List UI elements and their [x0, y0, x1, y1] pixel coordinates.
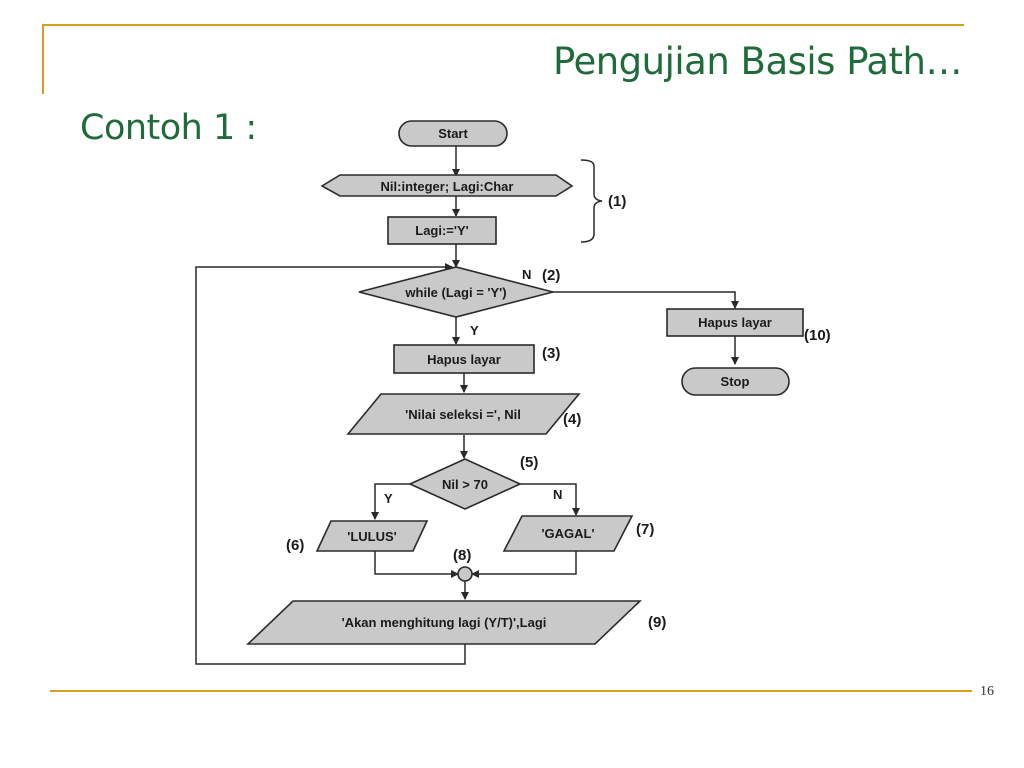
ask-again-label: 'Akan menghitung lagi (Y/T)',Lagi [342, 615, 547, 630]
decision-yes-label: Y [384, 491, 393, 506]
pass-output-label: 'LULUS' [347, 529, 397, 544]
stop-label: Stop [721, 374, 750, 389]
clear-screen-label-10: Hapus layar [698, 315, 772, 330]
slide-subtitle: Contoh 1 : [80, 108, 257, 148]
edge-fail-to-join [471, 551, 577, 578]
edge-while-no [534, 291, 739, 309]
ask-again-node: 'Akan menghitung lagi (Y/T)',Lagi [246, 600, 642, 645]
annotation-10: (10) [804, 327, 831, 344]
score-decision: Nil > 70 [408, 458, 522, 510]
flowchart: Start Nil:integer; Lagi:Char Lagi:='Y' w… [195, 120, 831, 665]
annotation-9: (9) [648, 614, 666, 631]
start-terminator: Start [398, 120, 508, 147]
assignment-label: Lagi:='Y' [415, 223, 469, 238]
annotation-5: (5) [520, 454, 538, 471]
input-node: 'Nilai seleksi =', Nil [346, 393, 581, 435]
flowchart-edges [195, 146, 739, 665]
annotation-4: (4) [563, 411, 581, 428]
annotation-7: (7) [636, 521, 654, 538]
clear-screen-label-3: Hapus layar [427, 352, 501, 367]
clear-screen-node-3: Hapus layar [393, 344, 535, 374]
frame-top-line [42, 24, 964, 26]
score-decision-label: Nil > 70 [442, 477, 488, 492]
annotation-6: (6) [286, 537, 304, 554]
pass-output-node: 'LULUS' [315, 520, 429, 552]
frame-left-line [42, 24, 44, 94]
while-yes-label: Y [470, 323, 479, 338]
annotation-2: (2) [542, 267, 560, 284]
annotation-3: (3) [542, 345, 560, 362]
edge-pass-to-join [374, 551, 459, 578]
decision-no-label: N [553, 487, 562, 502]
input-label: 'Nilai seleksi =', Nil [405, 407, 521, 422]
slide-title: Pengujian Basis Path… [552, 40, 963, 83]
start-label: Start [438, 126, 468, 141]
annotation-1: (1) [608, 193, 626, 210]
while-no-label: N [522, 267, 531, 282]
edge-loop-back [195, 263, 466, 665]
frame-bottom-line [50, 690, 972, 692]
clear-screen-node-10: Hapus layar [666, 308, 804, 337]
while-label: while (Lagi = 'Y') [404, 285, 506, 300]
fail-output-label: 'GAGAL' [541, 526, 594, 541]
declaration-label: Nil:integer; Lagi:Char [381, 179, 514, 194]
while-decision: while (Lagi = 'Y') [358, 266, 554, 318]
assignment-node: Lagi:='Y' [387, 216, 497, 245]
stop-terminator: Stop [681, 367, 790, 396]
edge-decision-no [520, 483, 580, 516]
page-number: 16 [980, 684, 994, 699]
brace-group-1 [580, 159, 603, 243]
declaration-node: Nil:integer; Lagi:Char [320, 174, 574, 197]
fail-output-node: 'GAGAL' [502, 515, 634, 552]
annotation-8: (8) [453, 547, 471, 564]
edge-decision-yes [371, 483, 410, 520]
join-connector [457, 566, 473, 582]
